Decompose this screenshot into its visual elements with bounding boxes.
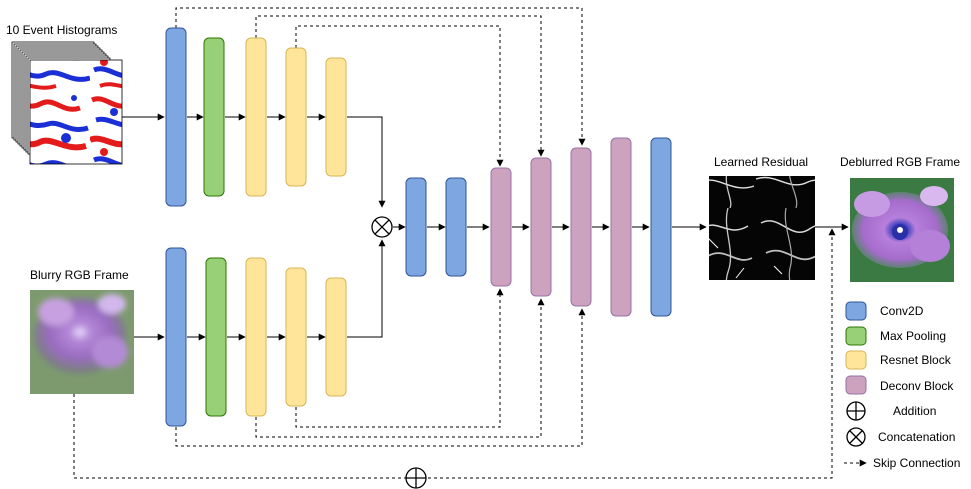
conv2d-block: [405, 177, 427, 277]
resnet-block: [325, 57, 347, 177]
legend-resnet-swatch: [845, 350, 867, 370]
event-histograms-label: 10 Event Histograms: [6, 23, 117, 37]
legend-max-pooling-label: Max Pooling: [880, 329, 946, 343]
legend-max-pooling-swatch: [845, 326, 867, 346]
legend: Conv2D Max Pooling Resnet Block Deconv B…: [844, 301, 960, 470]
deblurred-frame-image: [850, 178, 954, 282]
deconv-block: [530, 157, 552, 297]
legend-deconv-label: Deconv Block: [880, 379, 954, 393]
legend-skip-label: Skip Connection: [873, 456, 960, 470]
blurry-frame-label: Blurry RGB Frame: [30, 268, 129, 282]
concatenation-symbol: [371, 216, 393, 238]
deconv-block: [490, 167, 512, 287]
deconv-block: [570, 147, 592, 307]
resnet-block: [285, 47, 307, 187]
deblurred-frame-label: Deblurred RGB Frame: [840, 155, 960, 169]
conv2d-block: [445, 177, 467, 277]
max-pooling-block: [205, 257, 227, 417]
legend-addition-label: Addition: [893, 404, 936, 418]
legend-concatenation-label: Concatenation: [878, 430, 955, 444]
blurry-frame-image: [30, 290, 134, 394]
forward-connections: [122, 113, 849, 341]
legend-conv2d-swatch: [845, 301, 867, 321]
resnet-block: [245, 37, 267, 197]
deconv-block: [610, 137, 632, 317]
skip-connections: [73, 7, 836, 479]
max-pooling-block: [203, 37, 225, 197]
legend-concatenation-icon: [846, 427, 866, 447]
legend-addition-icon: [846, 401, 866, 421]
conv2d-block: [165, 27, 187, 207]
legend-conv2d-label: Conv2D: [880, 304, 924, 318]
resnet-block: [285, 267, 307, 407]
event-histogram-stack: [11, 41, 123, 165]
conv2d-block: [650, 137, 672, 317]
legend-resnet-label: Resnet Block: [880, 353, 952, 367]
global-addition-symbol: [405, 467, 427, 489]
resnet-block: [245, 257, 267, 417]
learned-residual-image: [709, 176, 815, 280]
event-histogram-image: [29, 59, 123, 165]
resnet-block: [325, 277, 347, 397]
learned-residual-label: Learned Residual: [714, 155, 808, 169]
legend-deconv-swatch: [845, 375, 867, 395]
conv2d-block: [165, 247, 187, 427]
